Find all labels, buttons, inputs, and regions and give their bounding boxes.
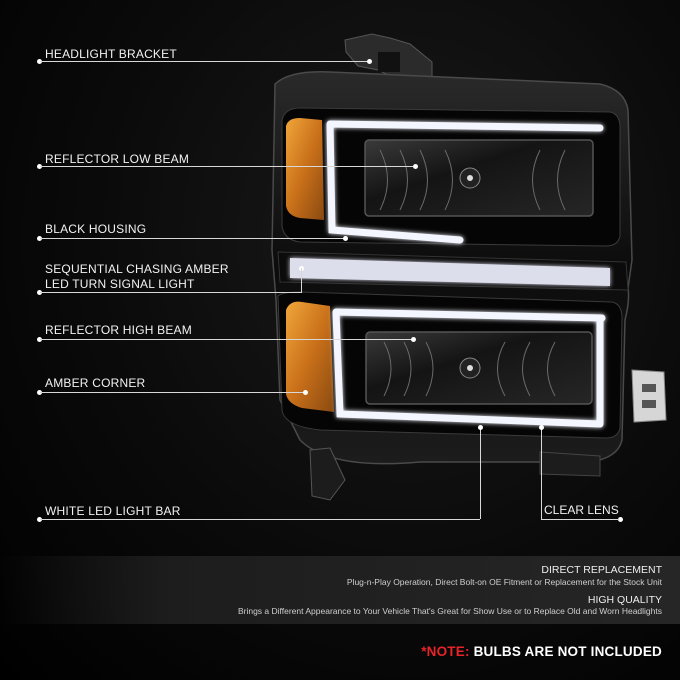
bracket-callout-end bbox=[367, 59, 372, 64]
turn-signal-label-line1: SEQUENTIAL CHASING AMBER bbox=[45, 262, 229, 276]
reflector-low-beam-label: REFLECTOR LOW BEAM bbox=[45, 152, 190, 166]
amber-corner-label: AMBER CORNER bbox=[45, 376, 146, 390]
led-bar-callout-dot bbox=[37, 517, 42, 522]
black-housing-label: BLACK HOUSING bbox=[45, 222, 147, 236]
white-led-bar-lower bbox=[332, 308, 606, 428]
low-beam-callout-dot bbox=[37, 164, 42, 169]
housing-callout-line bbox=[40, 238, 346, 239]
bracket-callout-dot bbox=[37, 59, 42, 64]
bracket-callout-line bbox=[40, 61, 370, 62]
turn-signal-callout-dot bbox=[37, 290, 42, 295]
turn-signal-label-line2: LED TURN SIGNAL LIGHT bbox=[45, 277, 195, 291]
amber-corner-callout-dot bbox=[37, 390, 42, 395]
sequential-turn-signal-bar bbox=[290, 258, 610, 286]
turn-signal-callout-vline bbox=[301, 268, 302, 292]
white-led-bar-label: WHITE LED LIGHT BAR bbox=[45, 504, 181, 518]
white-led-bar-upper bbox=[326, 120, 604, 244]
bulbs-note: *NOTE: BULBS ARE NOT INCLUDED bbox=[421, 644, 662, 659]
high-beam-callout-dot bbox=[37, 337, 42, 342]
clear-lens-callout-vline bbox=[541, 428, 542, 519]
note-prefix: *NOTE: bbox=[421, 644, 470, 659]
amber-corner-callout-line bbox=[40, 392, 306, 393]
clear-lens-label: CLEAR LENS bbox=[544, 503, 619, 517]
headlight-bracket-label: HEADLIGHT BRACKET bbox=[45, 47, 177, 61]
housing-callout-dot bbox=[37, 236, 42, 241]
direct-replacement-text: Plug-n-Play Operation, Direct Bolt-on OE… bbox=[346, 577, 662, 587]
note-text: BULBS ARE NOT INCLUDED bbox=[469, 644, 662, 659]
high-quality-title: HIGH QUALITY bbox=[587, 594, 662, 606]
reflector-high-beam-label: REFLECTOR HIGH BEAM bbox=[45, 323, 192, 337]
led-bar-callout-vline bbox=[480, 428, 481, 519]
clear-lens-callout-end bbox=[539, 425, 544, 430]
led-bar-callout-end bbox=[478, 425, 483, 430]
amber-corner-upper bbox=[286, 118, 324, 220]
turn-signal-callout-line bbox=[40, 292, 302, 293]
led-bar-callout-line bbox=[40, 519, 480, 520]
high-quality-text: Brings a Different Appearance to Your Ve… bbox=[237, 606, 662, 616]
amber-corner-callout-end bbox=[303, 390, 308, 395]
low-beam-callout-line bbox=[40, 166, 416, 167]
features-band: DIRECT REPLACEMENT Plug-n-Play Operation… bbox=[0, 556, 680, 624]
housing-callout-end bbox=[343, 236, 348, 241]
direct-replacement-title: DIRECT REPLACEMENT bbox=[541, 564, 662, 576]
low-beam-callout-end bbox=[413, 164, 418, 169]
amber-corner-lower bbox=[286, 301, 334, 412]
high-beam-callout-line bbox=[40, 339, 414, 340]
high-beam-callout-end bbox=[411, 337, 416, 342]
clear-lens-callout-dot bbox=[618, 517, 623, 522]
clear-lens-callout-line bbox=[541, 519, 619, 520]
